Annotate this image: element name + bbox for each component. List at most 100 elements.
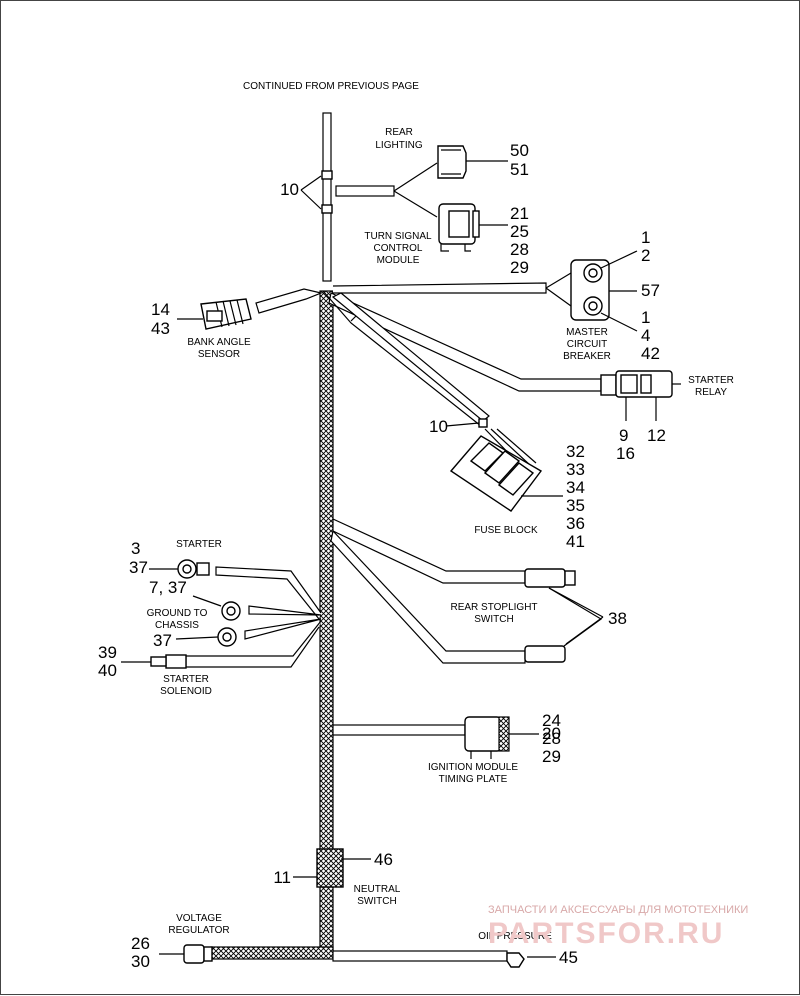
ground-label-1: GROUND TO [147,608,208,619]
neutral-label-1: NEUTRAL [354,884,401,895]
callout-10-fuse: 10 [429,417,448,436]
oil-pressure-label: OIL PRESSURE [478,931,552,942]
callout-4: 4 [641,326,650,345]
solenoid-group: 39 40 STARTER SOLENOID [98,620,322,697]
starter-group: STARTER 3 37 [129,539,322,620]
callout-25: 25 [510,222,529,241]
callout-29a: 29 [510,258,529,277]
callout-10-top: 10 [280,180,299,199]
callout-50: 50 [510,141,529,160]
oil-pressure-switch [506,952,525,968]
callout-40: 40 [98,661,117,680]
callout-46: 46 [374,850,393,869]
upper-trunk-wire [322,112,332,282]
oil-pressure-group: 45 OIL PRESSURE [332,931,578,968]
voltage-label-1: VOLTAGE [176,913,222,924]
callout-21: 21 [510,204,529,223]
item10-top: 10 [280,175,322,210]
regulator-conduit [210,946,334,960]
stoplight-label-1: REAR STOPLIGHT [450,602,537,613]
callout-14: 14 [151,300,170,319]
rear-lighting-label-2: LIGHTING [375,140,422,151]
bank-angle-label-2: SENSOR [198,349,240,360]
callout-1-bottom: 1 [641,308,650,327]
callout-2: 2 [641,246,650,265]
callout-28b: 28 [542,729,561,748]
stoplight-group: REAR STOPLIGHT SWITCH 38 [330,518,627,664]
callout-28a: 28 [510,240,529,259]
callout-35: 35 [566,496,585,515]
solenoid-label-1: STARTER [163,674,209,685]
neutral-group: 46 11 NEUTRAL SWITCH [273,848,401,907]
voltage-regulator-group: 26 30 VOLTAGE REGULATOR [131,913,230,971]
starter-label: STARTER [176,539,222,550]
callout-43: 43 [151,319,170,338]
callout-1-top: 1 [641,228,650,247]
callout-26: 26 [131,934,150,953]
callout-37-starter: 37 [129,558,148,577]
starter-relay-group: STARTER RELAY 9 16 12 [328,292,734,463]
callout-36: 36 [566,514,585,533]
callout-7-37: 7, 37 [149,578,187,597]
callout-12: 12 [647,426,666,445]
watermark-line1: ЗАПЧАСТИ И АКСЕССУАРЫ ДЛЯ МОТОТЕХНИКИ [488,904,748,916]
ground2-group: 37 [153,618,322,650]
master-label-3: BREAKER [563,351,611,362]
bank-angle-label-1: BANK ANGLE [187,337,251,348]
callout-41: 41 [566,532,585,551]
callout-42: 42 [641,344,660,363]
stoplight-connector-1 [524,568,566,588]
callout-20: 20 [542,724,561,743]
callout-38: 38 [608,609,627,628]
callout-30: 30 [131,952,150,971]
rear-lighting-group: REAR LIGHTING 50 51 [335,127,529,218]
stoplight-label-2: SWITCH [474,614,513,625]
ignition-label-1: IGNITION MODULE [428,762,518,773]
neutral-label-2: SWITCH [357,896,396,907]
neutral-switch [316,848,344,888]
callout-51: 51 [510,160,529,179]
callout-45: 45 [559,948,578,967]
turn-signal-label-2: CONTROL [374,243,423,254]
top-header: CONTINUED FROM PREVIOUS PAGE [243,81,419,92]
callout-9: 9 [619,426,628,445]
callout-37-ground: 37 [153,631,172,650]
ground1-group: 7, 37 GROUND TO CHASSIS [147,578,322,631]
relay-label-2: RELAY [695,387,727,398]
master-breaker-group: MASTER CIRCUIT BREAKER 1 2 57 1 4 42 [332,228,660,363]
solenoid-label-2: SOLENOID [160,686,212,697]
voltage-label-2: REGULATOR [168,925,229,936]
callout-39: 39 [98,643,117,662]
ignition-module-connector [464,716,502,752]
watermark: ЗАПЧАСТИ И АКСЕССУАРЫ ДЛЯ МОТОТЕХНИКИ PA… [488,904,748,950]
watermark-logo: PARTSFOR.RU [488,917,724,950]
stoplight-connector-2 [524,645,566,663]
master-label-2: CIRCUIT [567,339,608,350]
ground-label-2: CHASSIS [155,620,199,631]
fuse-block-group: 10 FUSE BLOCK 32 33 34 35 36 41 [322,290,585,551]
rear-lighting-label-1: REAR [385,127,413,138]
continued-label: CONTINUED FROM PREVIOUS PAGE [243,81,419,92]
callout-32: 32 [566,442,585,461]
callout-24: 24 [542,711,561,730]
rear-lighting-connector [437,145,467,179]
bank-angle-group: 14 43 BANK ANGLE SENSOR [151,288,323,360]
voltage-regulator-connector [183,944,205,964]
main-harness [210,112,334,960]
starter-solenoid-connector [165,654,187,669]
fuse-block-label: FUSE BLOCK [474,525,538,536]
callout-3: 3 [131,539,140,558]
callout-16: 16 [616,444,635,463]
master-label-1: MASTER [566,327,608,338]
relay-label-1: STARTER [688,375,734,386]
turn-signal-label-3: MODULE [377,255,420,266]
turn-signal-label-1: TURN SIGNAL [364,231,432,242]
ignition-label-2: TIMING PLATE [439,774,508,785]
callout-33: 33 [566,460,585,479]
callout-29b: 29 [542,747,561,766]
ignition-group: 20 24 28 29 IGNITION MODULE TIMING PLATE [332,711,561,785]
turn-signal-group: TURN SIGNAL CONTROL MODULE 21 25 28 29 [364,203,529,277]
callout-34: 34 [566,478,585,497]
